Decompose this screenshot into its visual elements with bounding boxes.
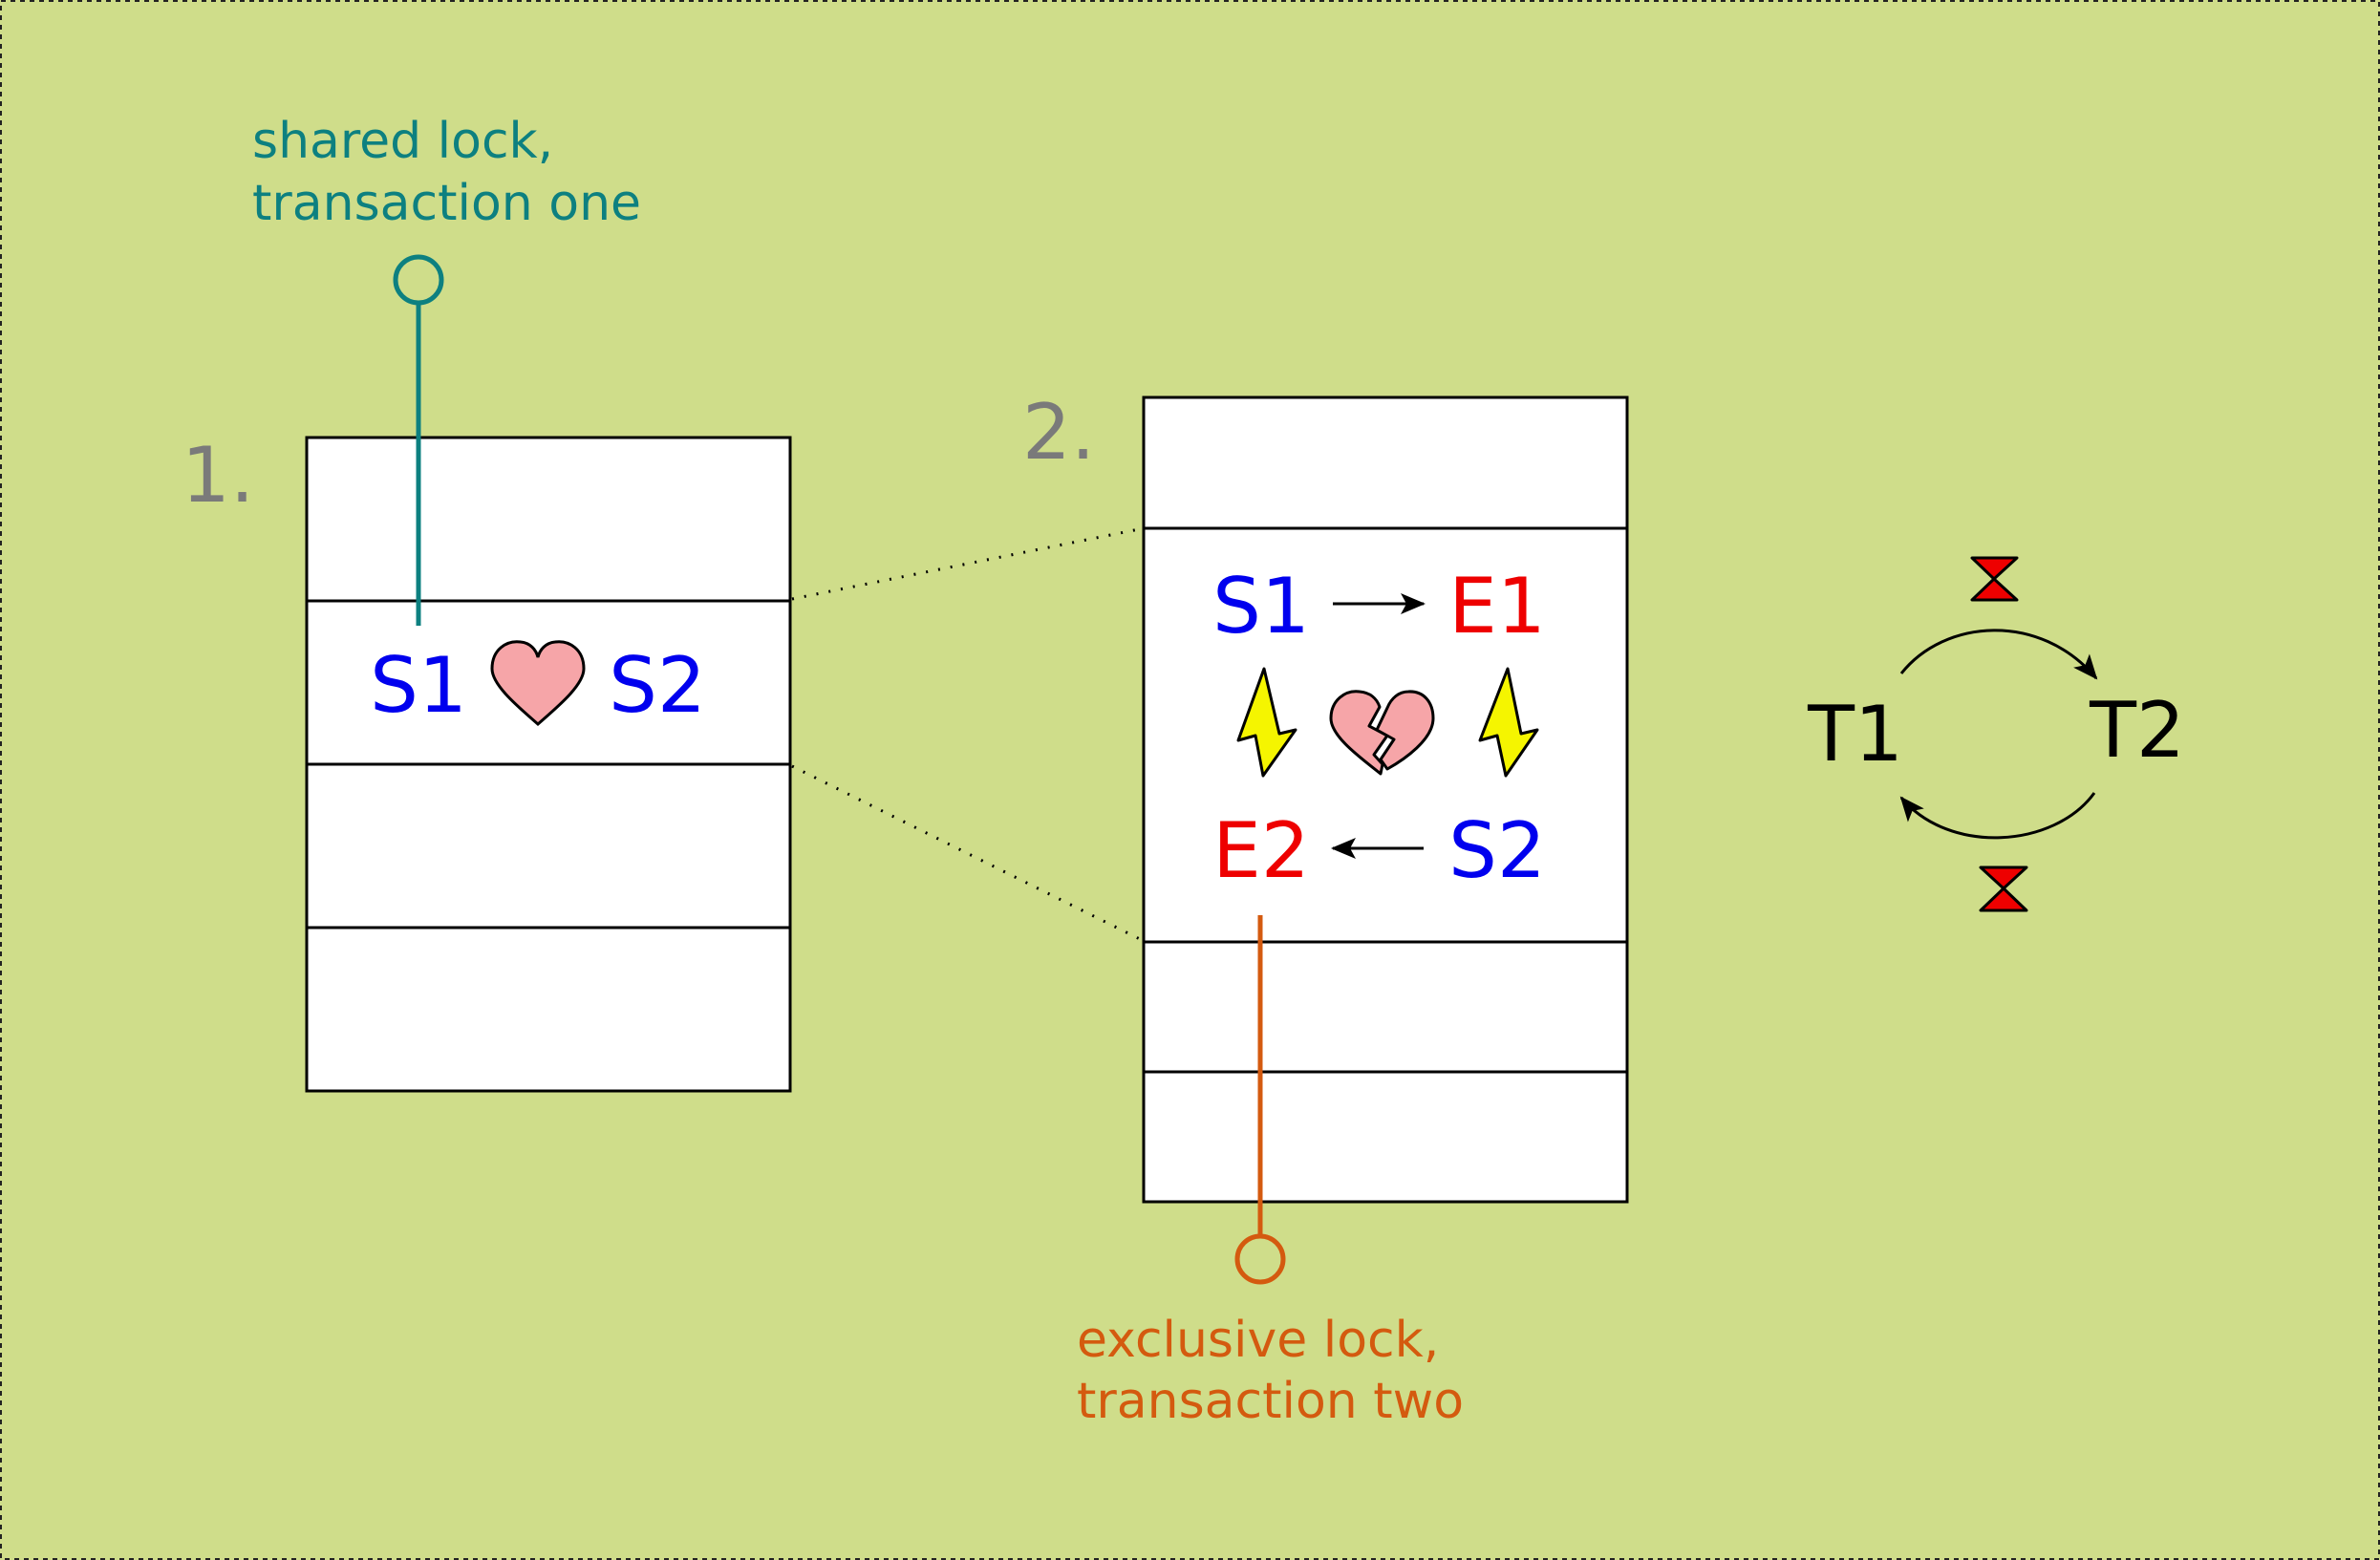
shared-lock-label-line2: transaction one: [252, 175, 641, 232]
exclusive-lock-label-line2: transaction two: [1077, 1373, 1464, 1430]
broken-heart-icon: [1329, 690, 1435, 776]
curved-arrow-icon: [1899, 629, 2098, 680]
table-two-exclusive-lock-e1: E1: [1448, 562, 1545, 651]
table-two-shared-lock-s1: S1: [1212, 562, 1310, 651]
exclusive-lock-label-line1: exclusive lock,: [1077, 1312, 1439, 1369]
step-two-number: 2.: [1022, 388, 1095, 477]
hourglass-icon: [1979, 865, 2028, 912]
step-one-number: 1.: [182, 431, 254, 520]
table-two-shared-lock-s2: S2: [1448, 806, 1546, 895]
zoom-line-top: [791, 526, 1145, 601]
table-two: [1142, 395, 1629, 1204]
shared-lock-label-line1: shared lock,: [252, 113, 553, 170]
lightning-icon: [1478, 667, 1539, 778]
heart-icon: [490, 640, 586, 727]
deadlock-cycle: T1 T2: [1807, 556, 2185, 912]
table-one-shared-lock-s2: S2: [609, 641, 706, 730]
table-one: [305, 436, 792, 1093]
callout-pin-icon: [393, 254, 444, 306]
hourglass-icon: [1970, 556, 2019, 602]
lightning-icon: [1236, 667, 1297, 778]
table-one-shared-lock-s1: S1: [370, 641, 467, 730]
transaction-t2: T2: [2089, 686, 2185, 775]
exclusive-lock-callout: exclusive lock, transaction two: [1077, 915, 1464, 1430]
shared-lock-callout: shared lock, transaction one: [252, 113, 641, 626]
table-two-exclusive-lock-e2: E2: [1212, 806, 1309, 895]
callout-pin-icon: [1234, 1233, 1286, 1285]
transaction-t1: T1: [1807, 690, 1903, 779]
curved-arrow-icon: [1899, 792, 2096, 840]
